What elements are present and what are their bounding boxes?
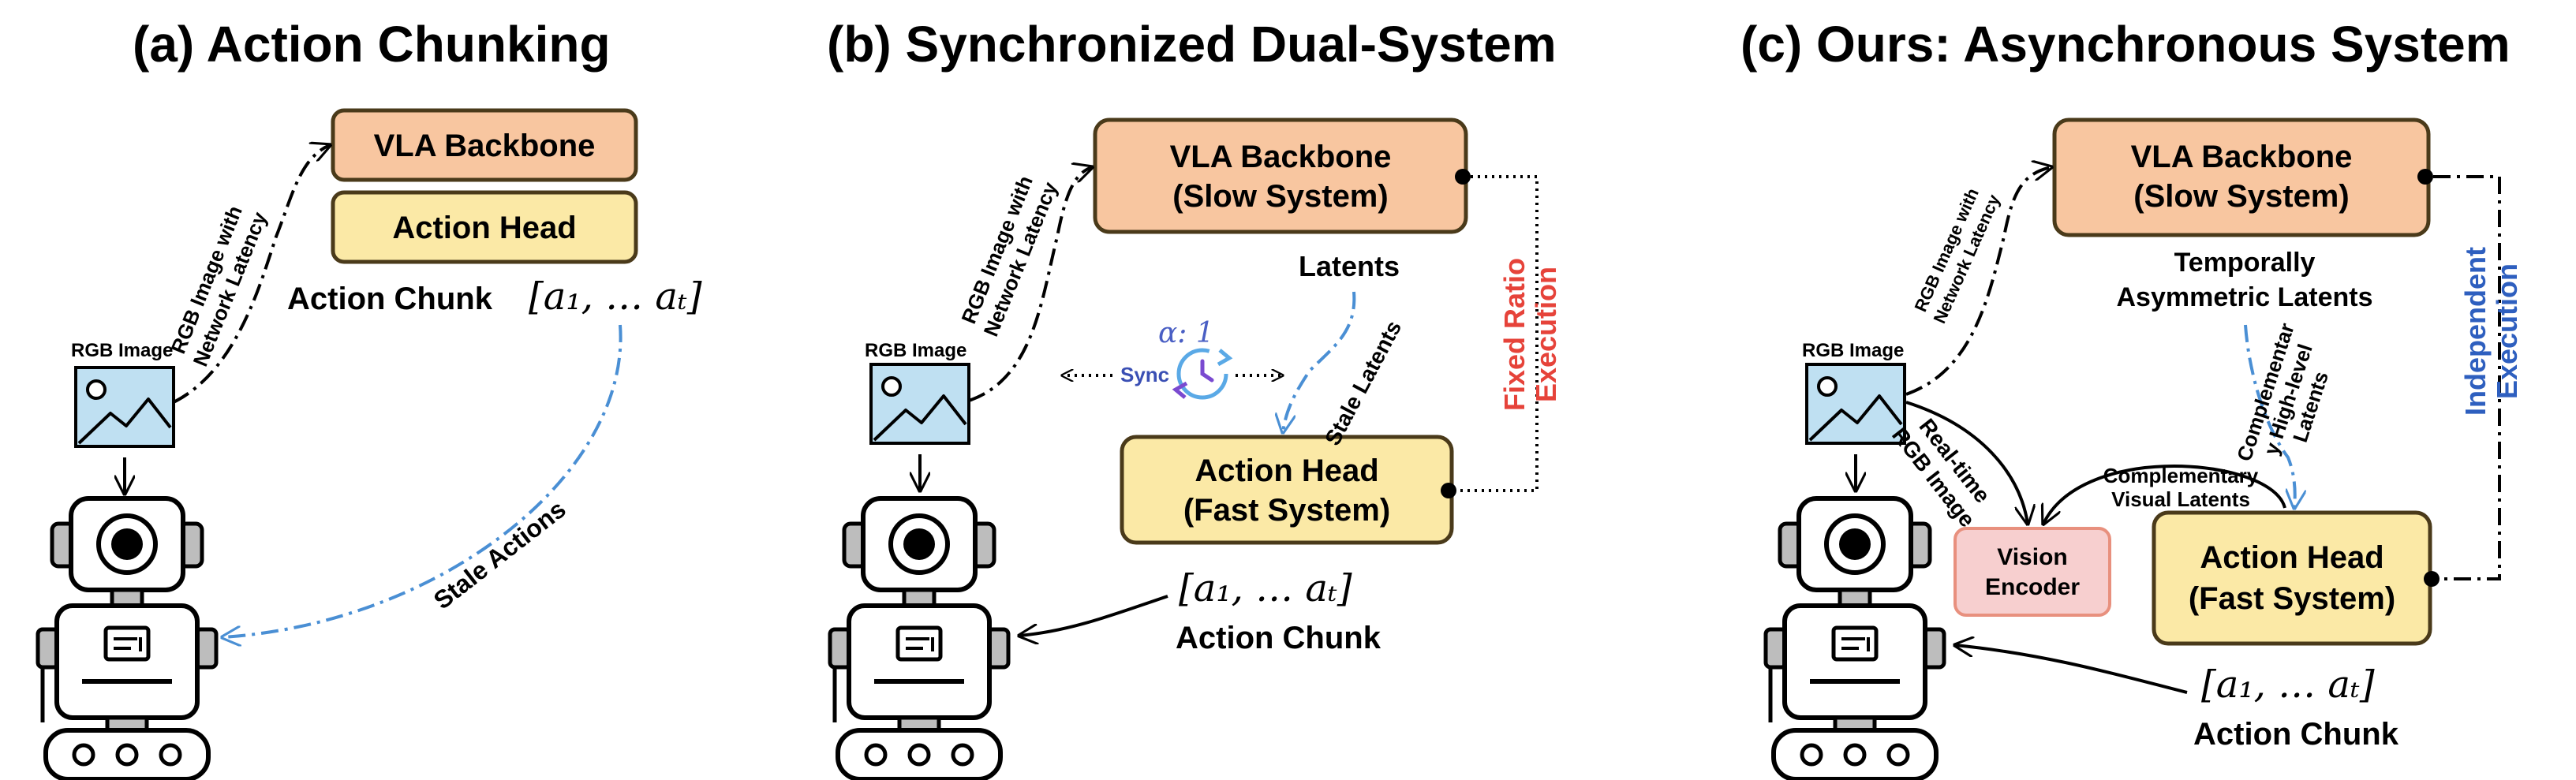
temporal-line1: Temporally xyxy=(2174,248,2316,278)
independent-connector xyxy=(2433,175,2501,580)
comp-visual-line2: Visual Latents xyxy=(2111,487,2250,511)
latency-arrow xyxy=(1905,167,2051,396)
head-line2: (Fast System) xyxy=(1183,493,1390,528)
stale-actions-arrow xyxy=(222,324,623,637)
chunk-formula: [a₁, … aₜ] xyxy=(529,274,702,319)
chunk-formula: [a₁, … aₜ] xyxy=(1179,566,1352,610)
stale-actions-label: Stale Actions xyxy=(428,494,571,614)
latency-arrow xyxy=(968,167,1092,402)
vla-backbone-label: VLA Backbone xyxy=(374,129,596,163)
panel-b: (b) Synchronized Dual-System VLA Backbon… xyxy=(827,16,1562,779)
latency-label: RGB Image with Network Latency xyxy=(166,203,271,370)
rgb-image-icon xyxy=(1805,363,1906,445)
rgb-image-label: RGB Image xyxy=(865,340,966,361)
vision-encoder-box xyxy=(1953,527,2111,617)
vla-line2: (Slow System) xyxy=(1172,179,1388,214)
sync-label: Sync xyxy=(1120,363,1169,386)
vla-line1: VLA Backbone xyxy=(2131,140,2353,174)
head-line1: Action Head xyxy=(2200,540,2383,575)
latents-label: Latents xyxy=(1299,250,1400,282)
rgb-image-icon xyxy=(74,366,175,448)
stale-latents-arrow xyxy=(1283,291,1356,432)
svg-text:Execution: Execution xyxy=(1530,267,1562,402)
panel-a: (a) Action Chunking VLA Backbone Action … xyxy=(38,16,702,779)
latency-label: RGB Image with Network Latency xyxy=(1910,185,2004,327)
chunk-to-robot-arrow xyxy=(1019,595,1168,636)
temporal-line2: Asymmetric Latents xyxy=(2116,282,2372,312)
svg-text:Independent: Independent xyxy=(2459,247,2492,416)
svg-text:Fixed Ratio: Fixed Ratio xyxy=(1498,258,1531,411)
vla-line2: (Slow System) xyxy=(2133,179,2349,214)
stale-latents-label: Stale Latents xyxy=(1320,316,1406,449)
action-head-box xyxy=(331,190,638,264)
svg-text:Execution: Execution xyxy=(2491,263,2523,399)
action-chunk-label: Action Chunk xyxy=(1176,621,1381,655)
ratio-label: α: 1 xyxy=(1158,317,1214,349)
independent-label: Independent Execution xyxy=(2459,247,2523,416)
fixed-ratio-connector xyxy=(1456,175,1538,492)
rgb-image-label: RGB Image xyxy=(1802,340,1904,361)
encoder-line2: Encoder xyxy=(1985,574,2080,600)
vla-port-dot xyxy=(2417,169,2433,185)
rgb-image-icon xyxy=(869,363,970,445)
vla-backbone-box xyxy=(2052,118,2431,237)
panel-b-title: (b) Synchronized Dual-System xyxy=(827,16,1557,73)
chunk-formula: [a₁, … aₜ] xyxy=(2201,662,2375,707)
head-line1: Action Head xyxy=(1195,453,1378,488)
panel-c-title: (c) Ours: Asynchronous System xyxy=(1740,16,2511,73)
fixed-ratio-label: Fixed Ratio Execution xyxy=(1498,258,1562,411)
high-level-latents-arrow xyxy=(2244,324,2295,508)
action-chunk-label: Action Chunk xyxy=(2193,717,2399,752)
chunk-to-robot-arrow xyxy=(1955,645,2188,694)
sync-icon xyxy=(1176,350,1229,397)
panel-a-title: (a) Action Chunking xyxy=(133,16,611,73)
latency-label: RGB Image with Network Latency xyxy=(956,173,1062,340)
vla-port-dot xyxy=(1455,169,1471,185)
encoder-line1: Vision xyxy=(1997,544,2067,570)
action-head-box xyxy=(2152,510,2432,646)
visual-latents-arrow xyxy=(2043,465,2286,524)
panel-c: (c) Ours: Asynchronous System VLA Backbo… xyxy=(1740,16,2523,779)
action-chunk-label: Action Chunk xyxy=(287,282,493,316)
action-head-label: Action Head xyxy=(392,211,576,245)
head-line2: (Fast System) xyxy=(2189,581,2395,616)
robot-icon xyxy=(1766,498,1944,779)
latency-arrow xyxy=(173,145,330,404)
robot-icon xyxy=(38,498,216,779)
comp-visual-line1: Complementary xyxy=(2103,464,2259,487)
rgb-image-label: RGB Image xyxy=(71,340,173,361)
vla-backbone-box xyxy=(1093,118,1468,234)
vla-line1: VLA Backbone xyxy=(1170,140,1392,174)
head-port-dot xyxy=(1441,483,1456,498)
realtime-image-arrow xyxy=(1905,401,2028,524)
head-port-dot xyxy=(2424,571,2440,587)
robot-icon xyxy=(830,498,1008,779)
